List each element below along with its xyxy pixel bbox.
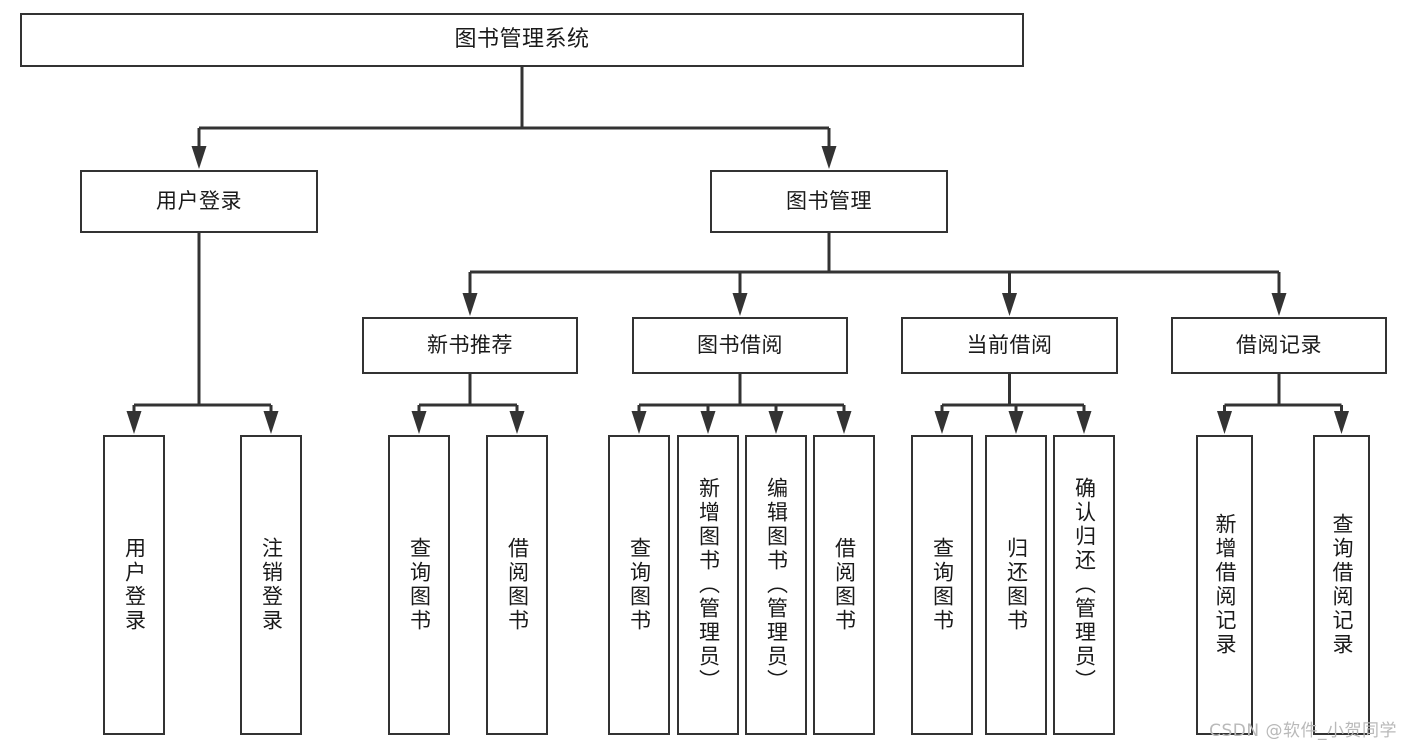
node-leaf-add-record[interactable]: 新增借阅记录 <box>1196 435 1253 735</box>
node-label-leaf-query-record: 查询借阅记录 <box>1330 513 1355 657</box>
node-label-leaf-user-login: 用户登录 <box>122 537 147 633</box>
node-label-new-book-rec: 新书推荐 <box>427 333 513 358</box>
arrowhead-user-login-to-leaf-user-logout <box>263 411 279 434</box>
node-leaf-user-logout[interactable]: 注销登录 <box>240 435 302 735</box>
node-label-leaf-user-logout: 注销登录 <box>259 537 284 633</box>
node-label-leaf-query-book-1: 查询图书 <box>407 537 432 633</box>
arrowhead-book-borrow-to-leaf-edit-book <box>768 411 784 434</box>
node-label-leaf-borrow-book-1: 借阅图书 <box>505 537 530 633</box>
node-leaf-borrow-book-1[interactable]: 借阅图书 <box>486 435 548 735</box>
arrowhead-current-borrow-to-leaf-return-book <box>1008 411 1024 434</box>
node-label-leaf-borrow-book-2: 借阅图书 <box>832 537 857 633</box>
node-leaf-edit-book[interactable]: 编辑图书（管理员） <box>745 435 807 735</box>
node-book-borrow[interactable]: 图书借阅 <box>632 317 848 374</box>
arrowhead-book-manage-to-current-borrow <box>1002 293 1017 316</box>
arrowhead-book-borrow-to-leaf-borrow-book-2 <box>836 411 852 434</box>
node-leaf-user-login[interactable]: 用户登录 <box>103 435 165 735</box>
node-leaf-return-book[interactable]: 归还图书 <box>985 435 1047 735</box>
node-leaf-confirm-return[interactable]: 确认归还（管理员） <box>1053 435 1115 735</box>
arrowhead-book-borrow-to-leaf-query-book-2 <box>631 411 647 434</box>
node-label-leaf-confirm-return: 确认归还（管理员） <box>1072 477 1097 693</box>
node-label-leaf-query-book-2: 查询图书 <box>627 537 652 633</box>
node-borrow-record[interactable]: 借阅记录 <box>1171 317 1387 374</box>
node-label-leaf-add-book: 新增图书（管理员） <box>696 477 721 693</box>
arrowhead-root-to-user-login <box>191 146 207 169</box>
node-label-book-borrow: 图书借阅 <box>697 333 783 358</box>
node-label-leaf-return-book: 归还图书 <box>1004 537 1029 633</box>
node-label-current-borrow: 当前借阅 <box>966 333 1053 358</box>
node-leaf-query-record[interactable]: 查询借阅记录 <box>1313 435 1370 735</box>
node-root[interactable]: 图书管理系统 <box>20 13 1024 67</box>
node-book-manage[interactable]: 图书管理 <box>710 170 948 233</box>
node-leaf-query-book-2[interactable]: 查询图书 <box>608 435 670 735</box>
node-user-login[interactable]: 用户登录 <box>80 170 318 233</box>
arrowhead-book-manage-to-new-book-rec <box>462 293 478 316</box>
node-label-leaf-add-record: 新增借阅记录 <box>1213 513 1238 657</box>
node-label-leaf-query-book-3: 查询图书 <box>930 537 955 633</box>
csdn-watermark: CSDN @软件_小贺同学 <box>1209 721 1397 741</box>
arrowhead-root-to-book-manage <box>821 146 837 169</box>
arrowhead-book-manage-to-borrow-record <box>1271 293 1287 316</box>
node-new-book-rec[interactable]: 新书推荐 <box>362 317 578 374</box>
arrowhead-book-borrow-to-leaf-add-book <box>700 411 716 434</box>
node-label-root: 图书管理系统 <box>454 27 590 53</box>
node-leaf-query-book-3[interactable]: 查询图书 <box>911 435 973 735</box>
arrowhead-user-login-to-leaf-user-login <box>126 411 142 434</box>
node-leaf-query-book-1[interactable]: 查询图书 <box>388 435 450 735</box>
node-label-borrow-record: 借阅记录 <box>1236 333 1322 358</box>
arrowhead-current-borrow-to-leaf-confirm-return <box>1076 411 1092 434</box>
arrowhead-new-book-rec-to-leaf-query-book-1 <box>411 411 427 434</box>
arrowhead-borrow-record-to-leaf-query-record <box>1334 411 1349 434</box>
arrowhead-current-borrow-to-leaf-query-book-3 <box>934 411 950 434</box>
node-current-borrow[interactable]: 当前借阅 <box>901 317 1118 374</box>
arrowhead-new-book-rec-to-leaf-borrow-book-1 <box>509 411 525 434</box>
arrowhead-book-manage-to-book-borrow <box>732 293 748 316</box>
node-label-user-login: 用户登录 <box>156 189 242 214</box>
arrowhead-borrow-record-to-leaf-add-record <box>1217 411 1232 434</box>
node-label-leaf-edit-book: 编辑图书（管理员） <box>764 477 789 693</box>
node-leaf-add-book[interactable]: 新增图书（管理员） <box>677 435 739 735</box>
node-leaf-borrow-book-2[interactable]: 借阅图书 <box>813 435 875 735</box>
node-label-book-manage: 图书管理 <box>786 189 872 214</box>
